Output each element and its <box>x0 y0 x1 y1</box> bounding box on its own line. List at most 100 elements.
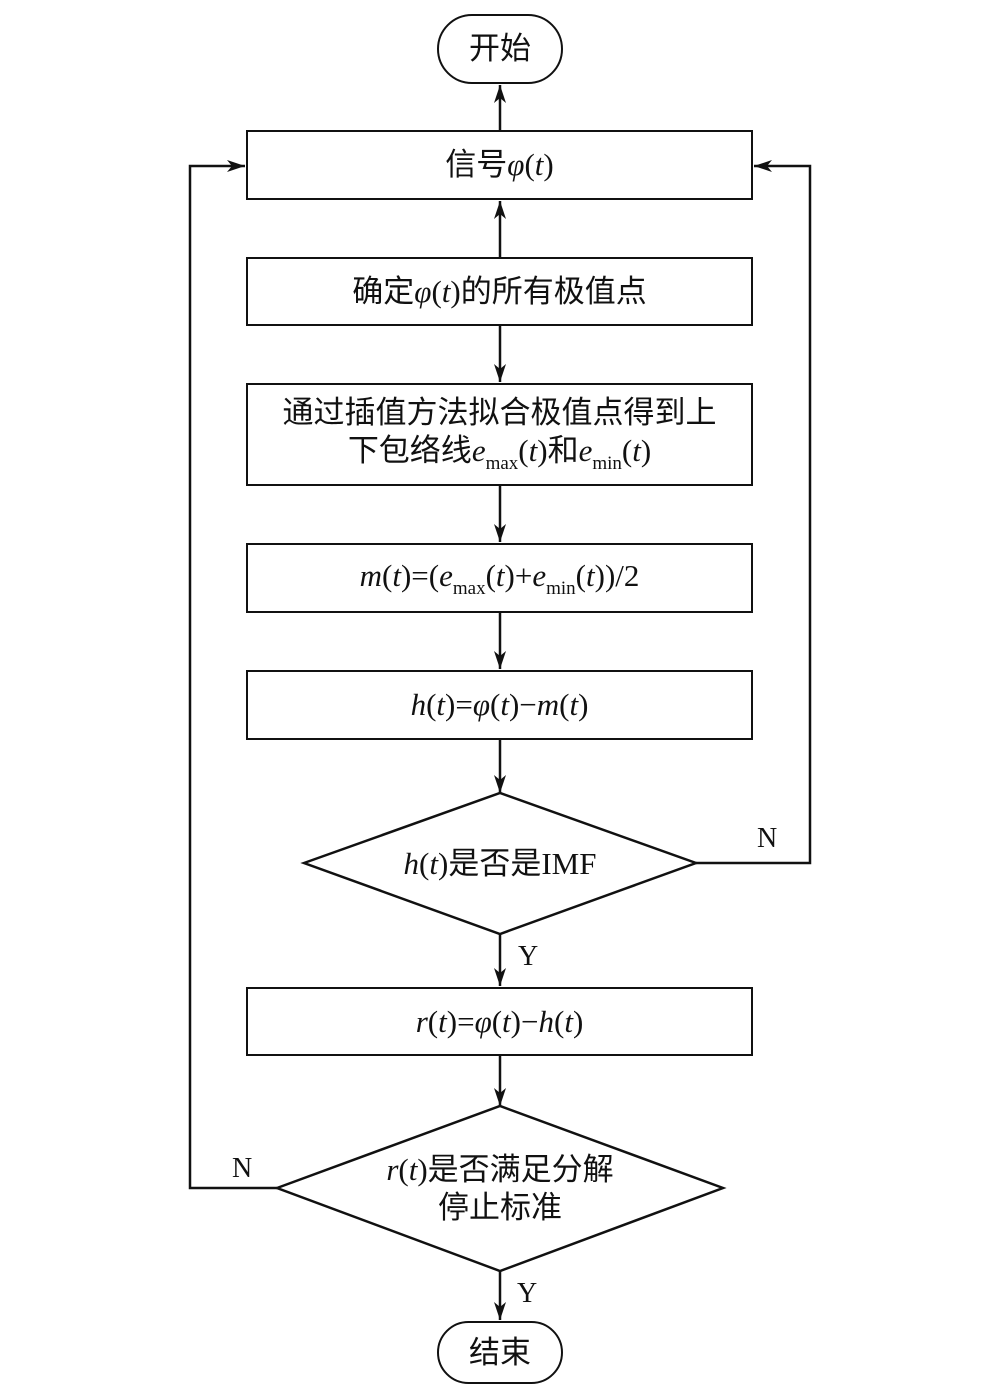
label-line: 下包络线emax(t)和emin(t) <box>283 432 717 475</box>
math-variable: h <box>403 845 420 881</box>
decision-stop-criterion: r(t)是否满足分解停止标准 <box>277 1106 723 1271</box>
label-text: 开始 <box>469 31 531 66</box>
math-variable: h <box>538 1003 554 1039</box>
label-line: r(t)是否满足分解 <box>386 1151 613 1189</box>
label-text: ( <box>419 845 430 881</box>
label-text: ) <box>578 687 589 722</box>
label-text: )的所有极值点 <box>450 273 647 309</box>
label-text: ) <box>572 1003 584 1039</box>
label-text: 停止标准 <box>437 1189 562 1225</box>
signal-box: 信号φ(t) <box>246 130 753 200</box>
decision-is-imf-label: h(t)是否是IMF <box>404 845 597 883</box>
arrow-stop-no-loop-to-signal <box>188 160 277 1190</box>
edge-label-stop-yes: Y <box>517 1278 538 1309</box>
label-line: 信号φ(t) <box>445 146 553 184</box>
label-text: )和 <box>537 433 579 468</box>
label-line: 停止标准 <box>386 1189 613 1227</box>
label-text: 信号 <box>445 147 508 182</box>
label-text: ( <box>518 433 529 468</box>
label-text: ( <box>427 1003 439 1039</box>
signal-label: 信号φ(t) <box>445 146 553 184</box>
math-variable: t <box>534 147 544 182</box>
math-subscript: min <box>546 577 576 599</box>
label-text: ( <box>621 433 633 468</box>
math-variable: m <box>359 557 382 593</box>
label-text: 确定 <box>352 273 415 309</box>
math-variable: e <box>532 557 547 593</box>
label-text: ( <box>553 1003 565 1039</box>
math-variable: e <box>471 433 486 468</box>
label-text: ( <box>491 1003 503 1039</box>
decision-is-imf: h(t)是否是IMF <box>304 793 696 934</box>
label-text: ( <box>575 557 586 593</box>
label-line: 结束 <box>469 1334 531 1372</box>
label-text: )是否是IMF <box>438 845 597 881</box>
label-line: 通过插值方法拟合极值点得到上 <box>283 394 717 432</box>
start-terminator: 开始 <box>437 14 563 84</box>
math-variable: t <box>438 1003 447 1039</box>
math-subscript: max <box>485 453 519 474</box>
label-text: ( <box>489 687 501 722</box>
edge-label-is-imf-yes: Y <box>518 941 539 972</box>
label-text: ))/2 <box>594 557 640 593</box>
math-variable: t <box>441 273 451 309</box>
math-variable: t <box>528 433 538 468</box>
math-variable: h <box>410 687 427 722</box>
envelopes-box: 通过插值方法拟合极值点得到上下包络线emax(t)和emin(t) <box>246 383 753 486</box>
label-text: ( <box>431 273 442 309</box>
end-label: 结束 <box>469 1334 531 1372</box>
label-text: ( <box>382 557 393 593</box>
label-text: )=( <box>400 557 440 593</box>
label-line: h(t)=φ(t)−m(t) <box>411 686 589 724</box>
mean-envelope-box: m(t)=(emax(t)+emin(t))/2 <box>246 543 753 613</box>
envelopes-label: 通过插值方法拟合极值点得到上下包络线emax(t)和emin(t) <box>283 394 717 475</box>
math-variable: t <box>586 557 595 593</box>
decision-stop-criterion-label: r(t)是否满足分解停止标准 <box>386 1151 613 1227</box>
label-line: h(t)是否是IMF <box>404 845 597 883</box>
math-subscript: min <box>592 453 622 474</box>
math-variable: t <box>569 687 579 722</box>
math-variable: m <box>536 687 560 722</box>
edge-label-is-imf-no: N <box>757 823 778 854</box>
math-variable: r <box>415 1003 428 1039</box>
label-text: ) <box>543 147 554 182</box>
label-text: )= <box>446 1003 475 1039</box>
edge-label-stop-no: N <box>232 1153 253 1184</box>
find-extrema-box: 确定φ(t)的所有极值点 <box>246 257 753 326</box>
label-text: ( <box>426 687 437 722</box>
label-text: 通过插值方法拟合极值点得到上 <box>282 395 717 430</box>
math-variable: t <box>436 687 446 722</box>
label-line: 开始 <box>469 30 531 68</box>
label-text: 结束 <box>469 1334 531 1370</box>
label-text: ) <box>640 433 652 468</box>
label-text: ( <box>524 147 535 182</box>
label-text: )− <box>508 687 537 722</box>
math-subscript: max <box>452 577 486 599</box>
label-text: ( <box>559 687 570 722</box>
start-label: 开始 <box>469 30 531 68</box>
math-variable: t <box>408 1151 418 1187</box>
compute-h-box: h(t)=φ(t)−m(t) <box>246 670 753 740</box>
math-variable: φ <box>474 1003 492 1039</box>
label-line: m(t)=(emax(t)+emin(t))/2 <box>360 557 640 600</box>
math-variable: t <box>429 845 438 881</box>
label-text: )− <box>510 1003 539 1039</box>
math-variable: e <box>578 433 593 468</box>
decision-stop-criterion-shape <box>273 1104 727 1273</box>
math-variable: t <box>502 1003 511 1039</box>
decision-is-imf-shape <box>300 791 700 936</box>
label-text: )是否满足分解 <box>417 1151 614 1187</box>
math-variable: φ <box>414 273 432 309</box>
math-variable: t <box>392 557 401 593</box>
mean-envelope-label: m(t)=(emax(t)+emin(t))/2 <box>360 557 640 600</box>
label-text: ( <box>485 557 496 593</box>
label-text: 下包络线 <box>347 433 472 468</box>
label-line: r(t)=φ(t)−h(t) <box>416 1003 584 1041</box>
math-variable: t <box>632 433 641 468</box>
label-text: )= <box>445 687 473 722</box>
end-terminator: 结束 <box>437 1321 563 1384</box>
math-variable: φ <box>507 147 525 182</box>
label-text: ( <box>398 1151 409 1187</box>
compute-h-label: h(t)=φ(t)−m(t) <box>411 686 589 724</box>
